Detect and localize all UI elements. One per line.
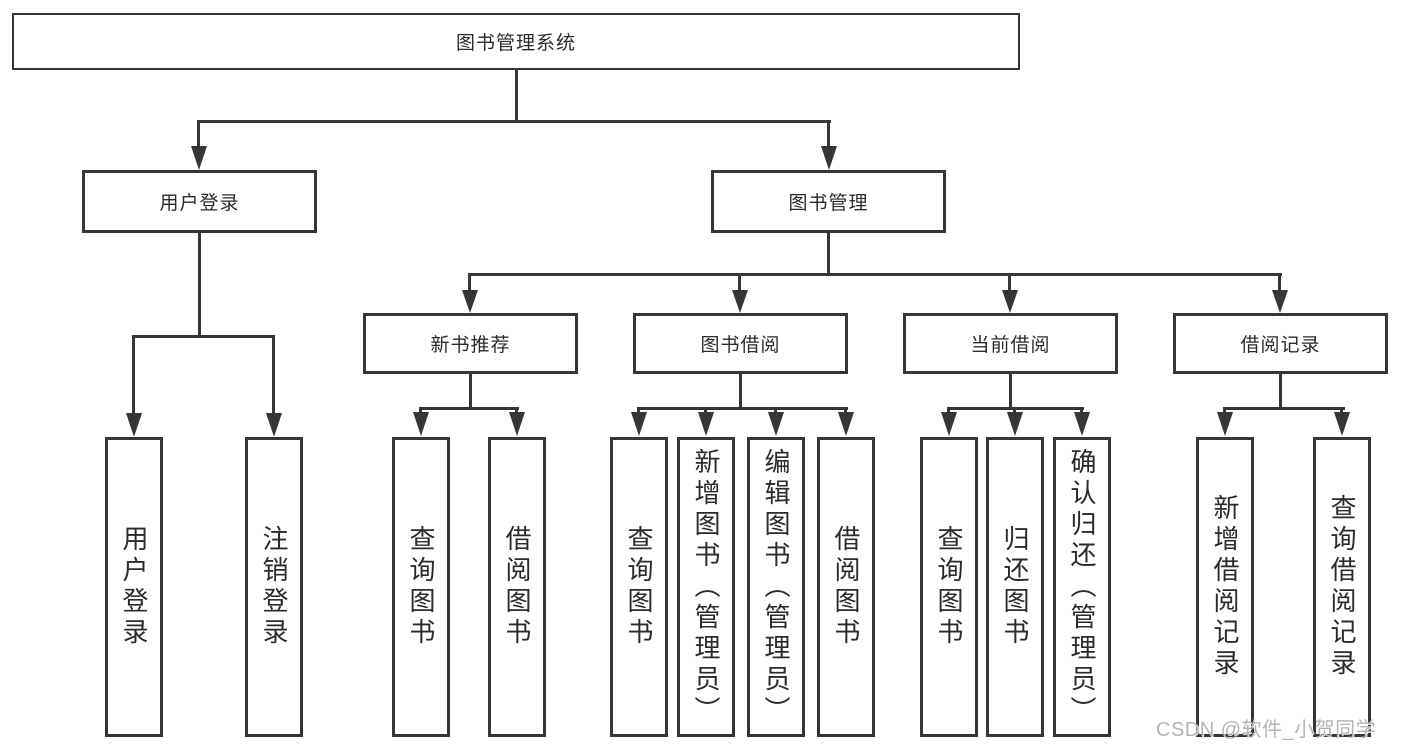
connector-line — [1223, 407, 1345, 410]
node-new-book-recommend: 新书推荐 — [363, 313, 578, 374]
connector-line — [272, 337, 275, 415]
node-borrow-records: 借阅记录 — [1173, 313, 1388, 374]
arrow-down-icon — [191, 146, 207, 170]
leaf-current-return-label: 归还图书 — [1000, 525, 1030, 649]
arrow-down-icon — [126, 413, 142, 437]
connector-line — [738, 276, 741, 292]
connector-line — [419, 407, 519, 410]
leaf-current-confirm-admin-label: 确认归还（管理员） — [1067, 447, 1097, 727]
connector-line — [469, 374, 472, 410]
arrow-down-icon — [631, 412, 647, 436]
connector-line — [198, 233, 201, 337]
leaf-borrow-query: 查询图书 — [610, 437, 668, 737]
leaf-logout: 注销登录 — [245, 437, 303, 737]
node-book-borrow-label: 图书借阅 — [700, 335, 781, 356]
leaf-user-login-label: 用户登录 — [119, 525, 149, 649]
connector-line — [827, 233, 830, 276]
arrow-down-icon — [821, 146, 837, 170]
arrow-down-icon — [1002, 290, 1018, 313]
leaf-records-query-label: 查询借阅记录 — [1327, 494, 1357, 680]
leaf-records-add: 新增借阅记录 — [1196, 437, 1254, 737]
connector-line — [515, 70, 518, 122]
arrow-down-icon — [1334, 412, 1350, 436]
connector-line — [132, 337, 135, 415]
arrow-down-icon — [266, 413, 282, 437]
arrow-down-icon — [1217, 412, 1233, 436]
arrow-down-icon — [1074, 412, 1090, 436]
node-user-login: 用户登录 — [82, 170, 317, 233]
arrow-down-icon — [838, 412, 854, 436]
connector-line — [1279, 374, 1282, 410]
connector-line — [197, 122, 200, 148]
node-new-book-recommend-label: 新书推荐 — [430, 335, 511, 356]
leaf-records-add-label: 新增借阅记录 — [1210, 494, 1240, 680]
leaf-newbook-borrow: 借阅图书 — [488, 437, 546, 737]
connector-line — [739, 374, 742, 410]
connector-line — [1009, 374, 1012, 410]
leaf-borrow-query-label: 查询图书 — [624, 525, 654, 649]
arrow-down-icon — [462, 290, 478, 313]
node-book-management-label: 图书管理 — [788, 193, 869, 214]
node-library-system-label: 图书管理系统 — [455, 33, 576, 54]
connector-line — [468, 273, 1282, 276]
leaf-user-login: 用户登录 — [105, 437, 163, 737]
watermark: CSDN @软件_小贺同学 — [1156, 719, 1377, 741]
node-current-borrow: 当前借阅 — [903, 313, 1118, 374]
node-current-borrow-label: 当前借阅 — [970, 335, 1051, 356]
leaf-newbook-query: 查询图书 — [392, 437, 450, 737]
connector-line — [827, 122, 830, 148]
arrow-down-icon — [768, 412, 784, 436]
arrow-down-icon — [1272, 290, 1288, 313]
leaf-current-confirm-admin: 确认归还（管理员） — [1053, 437, 1111, 737]
leaf-borrow-borrow-label: 借阅图书 — [831, 525, 861, 649]
arrow-down-icon — [509, 412, 525, 436]
arrow-down-icon — [1007, 412, 1023, 436]
leaf-current-return: 归还图书 — [986, 437, 1044, 737]
leaf-borrow-edit-admin: 编辑图书（管理员） — [747, 437, 805, 737]
node-borrow-records-label: 借阅记录 — [1240, 335, 1321, 356]
leaf-current-query-label: 查询图书 — [934, 525, 964, 649]
leaf-borrow-add-admin-label: 新增图书（管理员） — [691, 447, 721, 727]
leaf-borrow-borrow: 借阅图书 — [817, 437, 875, 737]
node-library-system: 图书管理系统 — [12, 13, 1020, 70]
leaf-current-query: 查询图书 — [920, 437, 978, 737]
connector-line — [197, 120, 831, 123]
connector-line — [637, 407, 848, 410]
leaf-borrow-edit-admin-label: 编辑图书（管理员） — [761, 447, 791, 727]
arrow-down-icon — [732, 290, 748, 313]
arrow-down-icon — [698, 412, 714, 436]
leaf-records-query: 查询借阅记录 — [1313, 437, 1371, 737]
arrow-down-icon — [941, 412, 957, 436]
node-user-login-label: 用户登录 — [159, 193, 240, 214]
connector-line — [1008, 276, 1011, 292]
leaf-newbook-borrow-label: 借阅图书 — [502, 525, 532, 649]
leaf-borrow-add-admin: 新增图书（管理员） — [677, 437, 735, 737]
connector-line — [468, 276, 471, 292]
connector-line — [1278, 276, 1281, 292]
leaf-newbook-query-label: 查询图书 — [406, 525, 436, 649]
leaf-logout-label: 注销登录 — [259, 525, 289, 649]
arrow-down-icon — [413, 412, 429, 436]
node-book-borrow: 图书借阅 — [633, 313, 848, 374]
connector-line — [947, 407, 1084, 410]
connector-line — [132, 335, 275, 338]
node-book-management: 图书管理 — [711, 170, 946, 233]
